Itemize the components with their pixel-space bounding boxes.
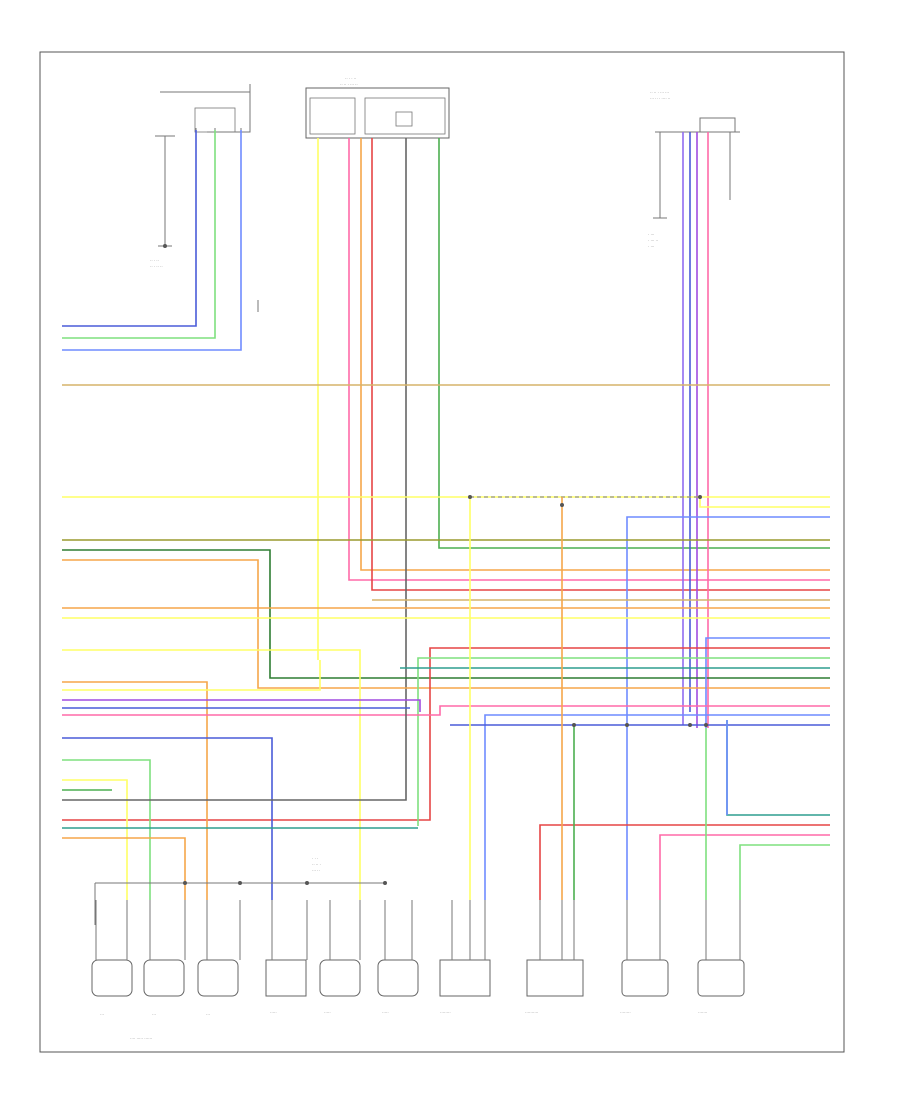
svg-text:·· · · ··: ·· · · ·· <box>345 76 356 81</box>
svg-text:···: ··· <box>100 1012 104 1017</box>
svg-text:··· ·· · ···· ··: ··· ·· · ···· ·· <box>650 96 670 101</box>
top-right-module: ·· ·· · ··· ··· ··· ·· · ···· ·· · ··· ·… <box>648 90 740 249</box>
bottom-sensors-3 <box>197 959 239 997</box>
diagram-frame <box>39 51 845 1053</box>
svg-text:·· ·· · ··· ··: ·· ·· · ··· ·· <box>340 82 358 87</box>
svg-text:········: ········ <box>620 1010 631 1015</box>
svg-text:·····: ····· <box>382 1010 389 1015</box>
svg-text:···· ····· ······: ···· ····· ······ <box>130 1036 152 1041</box>
svg-text:·· · ·· ··: ·· · ·· ·· <box>150 264 163 269</box>
svg-text:· ···: · ··· <box>648 232 654 237</box>
bottom-sensor-8 <box>526 959 584 997</box>
svg-text:···: ··· <box>206 1012 210 1017</box>
bottom-sensor-10 <box>697 959 745 997</box>
svg-text:···: ··· <box>152 1012 156 1017</box>
bottom-sensor-4 <box>265 959 307 997</box>
horizontal-wires <box>62 384 830 900</box>
svg-text:·· · ··: ·· · ·· <box>150 258 159 263</box>
bottom-sensor-9 <box>621 959 669 997</box>
ground-rail: · · · ·· ·· · ··· ·· <box>94 856 387 925</box>
bottom-sensor-7 <box>439 959 491 997</box>
connector-pins <box>95 900 741 960</box>
svg-text:·· ·· ·: ·· ·· · <box>312 862 321 867</box>
svg-text:· ··· ··: · ··· ·· <box>648 238 658 243</box>
bottom-sensors-1 <box>91 959 133 997</box>
mid-vertical-wires <box>469 497 728 900</box>
bottom-sensor-5 <box>319 959 361 997</box>
svg-text:·····: ····· <box>270 1010 277 1015</box>
bottom-sensors-2 <box>143 959 185 997</box>
svg-text:· ···: · ··· <box>648 244 654 249</box>
svg-text:· · ·: · · · <box>312 856 318 861</box>
svg-text:·······: ······· <box>698 1010 707 1015</box>
svg-text:··· ··: ··· ·· <box>312 868 320 873</box>
bottom-sensor-6 <box>377 959 419 997</box>
top-vertical-wires <box>62 130 830 728</box>
svg-text:··········: ·········· <box>525 1010 538 1015</box>
svg-text:·· ·· · ··· ···: ·· ·· · ··· ··· <box>650 90 669 95</box>
splice-points <box>468 495 708 727</box>
svg-text:········: ········ <box>440 1010 451 1015</box>
bottom-components: ··· ··· ··· ···· ····· ······ ····· ····… <box>91 959 745 1041</box>
svg-text:·····: ····· <box>324 1010 331 1015</box>
top-center-module: ·· · · ·· ·· ·· · ··· ·· <box>305 76 450 139</box>
